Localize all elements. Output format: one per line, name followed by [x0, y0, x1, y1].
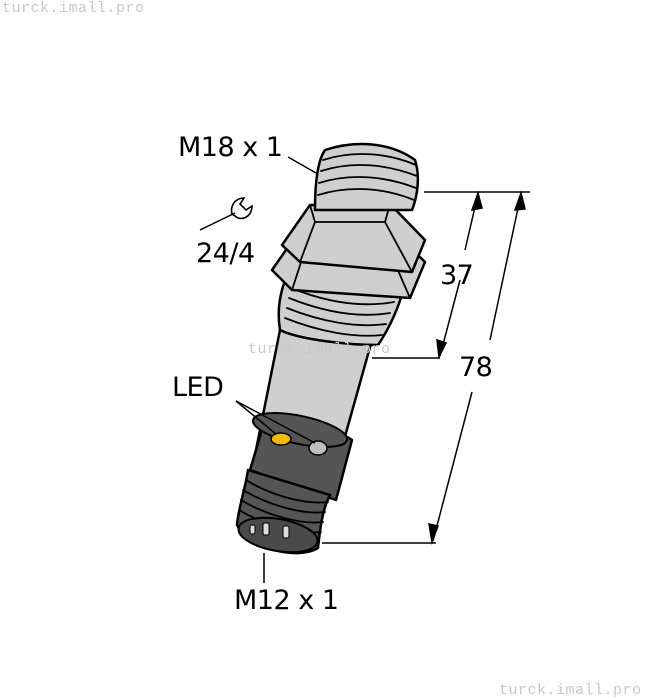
connector-face	[237, 516, 319, 554]
thread-top-label: M18 x 1	[178, 132, 283, 163]
wrench-size-label: 24/4	[196, 238, 255, 269]
dimension-37: 37	[440, 260, 474, 291]
dimension-78: 78	[459, 352, 493, 383]
led-label: LED	[172, 372, 224, 403]
wrench-icon	[230, 197, 253, 220]
watermark-top-left: turck.imall.pro	[2, 0, 145, 17]
led-yellow	[270, 432, 292, 446]
thread-bottom-label: M12 x 1	[234, 585, 339, 616]
led-gray	[308, 440, 328, 456]
watermark-bottom-right: turck.imall.pro	[499, 682, 642, 699]
upper-nut	[280, 202, 427, 274]
watermark-center: turck.imall.pro	[248, 341, 391, 358]
